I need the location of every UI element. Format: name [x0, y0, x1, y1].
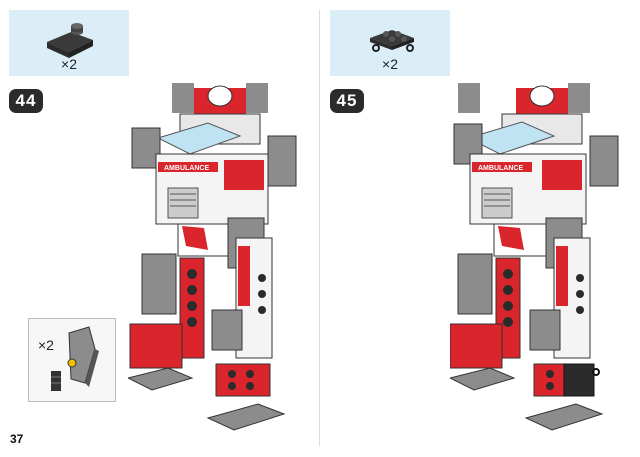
- page-divider: [319, 10, 320, 446]
- step-number-44: 44: [9, 89, 43, 113]
- robot-assembly-step-45: AMBULANCE: [450, 83, 619, 431]
- page-number: 37: [10, 432, 24, 446]
- sloped-brick-subassembly-icon: [51, 326, 99, 391]
- plate-with-clips-icon: [370, 30, 414, 52]
- parts-quantity: ×2: [382, 56, 398, 72]
- ambulance-decal: AMBULANCE: [164, 165, 209, 172]
- parts-callout-step-45: ×2: [330, 10, 450, 76]
- subassembly-quantity: ×2: [38, 337, 54, 353]
- step-number-45: 45: [330, 89, 364, 113]
- parts-quantity: ×2: [61, 56, 77, 72]
- ambulance-decal: AMBULANCE: [478, 165, 523, 172]
- sloped-plate-icon: [47, 23, 93, 58]
- subassembly-callout: ×2: [28, 318, 116, 402]
- robot-assembly-step-44: AMBULANCE: [128, 83, 297, 431]
- parts-callout-step-44: ×2: [9, 10, 129, 76]
